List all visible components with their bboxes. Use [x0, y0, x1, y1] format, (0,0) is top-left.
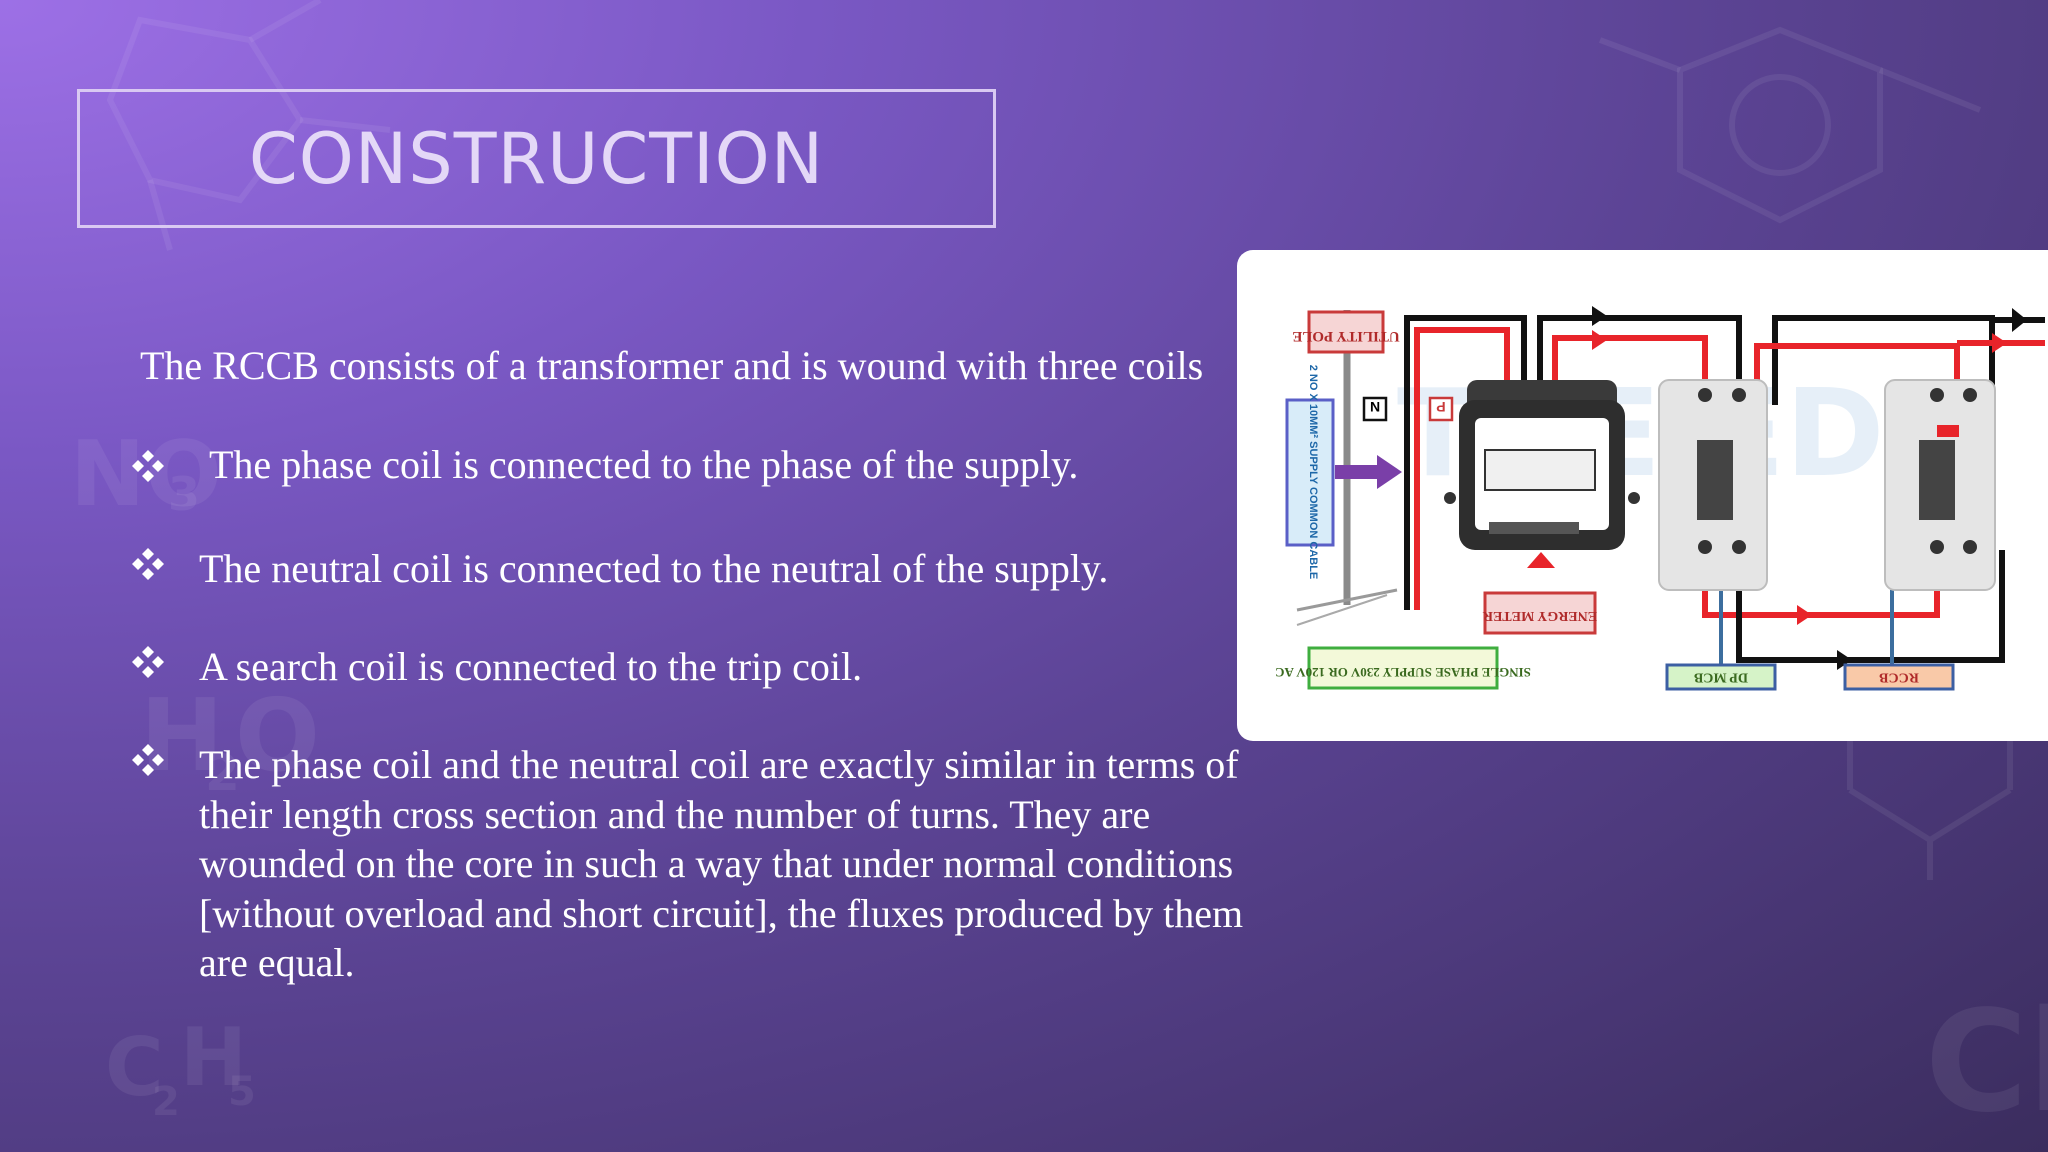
- decor-h2o-h: H: [140, 677, 224, 794]
- bullet-text: The phase coil is connected to the phase…: [209, 442, 1079, 487]
- bullet-text: A search coil is connected to the trip c…: [199, 644, 863, 689]
- decor-c2h5-h: H: [180, 1011, 247, 1104]
- rccb-icon: [1884, 379, 1996, 591]
- slide-title: CONSTRUCTION: [248, 117, 825, 200]
- energy-meter-icon: [1444, 380, 1640, 550]
- supply-cable-label: 2 NO X 10MM² SUPPLY COMMON CABLE: [1307, 365, 1319, 580]
- decor-h2o-2: 2: [205, 744, 240, 802]
- phase-label: P: [1436, 399, 1445, 415]
- diamond-bullet-icon: [132, 646, 164, 678]
- decor-c2h5-5: 5: [228, 1069, 256, 1115]
- dp-mcb-label: DP MCB: [1694, 670, 1748, 685]
- utility-pole-label: UTILITY POLE: [1292, 328, 1399, 344]
- neutral-label: N: [1370, 399, 1380, 415]
- rccb-label: RCCB: [1879, 670, 1919, 685]
- decor-h2o-o: O: [235, 677, 320, 794]
- decor-no3-sub: 3: [168, 467, 200, 521]
- bullet-text: The neutral coil is connected to the neu…: [199, 546, 1109, 591]
- diamond-bullet-icon: [132, 548, 164, 580]
- decor-c2h5-c: C: [105, 1021, 164, 1114]
- decor-c2h5-2: 2: [152, 1079, 180, 1125]
- wiring-diagram-graphic: THE ED: [1275, 306, 2045, 691]
- diamond-bullet-icon: [132, 450, 164, 482]
- title-frame: CONSTRUCTION: [77, 89, 996, 228]
- dp-mcb-icon: [1658, 379, 1768, 591]
- decor-ch: Ch: [1925, 981, 2048, 1144]
- bullet-text: The phase coil and the neutral coil are …: [199, 742, 1244, 985]
- diamond-bullet-icon: [132, 744, 164, 776]
- single-phase-supply-label: SINGLE PHASE SUPPLY 230V OR 120V AC: [1275, 665, 1531, 680]
- energy-meter-label: ENERGY METER: [1482, 608, 1597, 623]
- rccb-wiring-diagram: THE ED: [1237, 250, 2048, 741]
- intro-text: The RCCB consists of a transformer and i…: [140, 343, 1204, 388]
